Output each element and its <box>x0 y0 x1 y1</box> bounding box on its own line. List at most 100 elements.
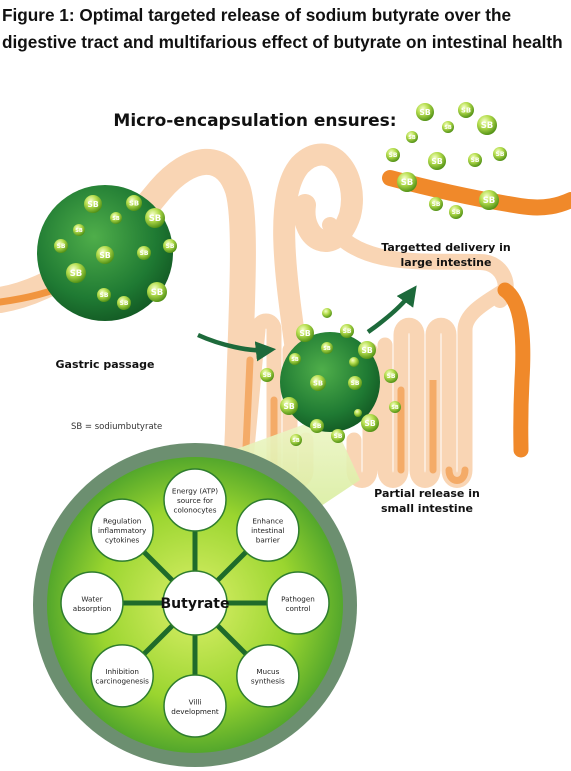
sb-bead-label: SB <box>431 157 443 166</box>
effect-node-circle <box>60 571 124 635</box>
sb-bead: SB <box>449 205 463 219</box>
sb-bead-label: SB <box>461 107 471 115</box>
small-intestine-label-line1: Partial release in <box>374 487 480 500</box>
sb-bead: SB <box>260 368 274 382</box>
sb-bead: SB <box>386 148 400 162</box>
sb-bead: SB <box>289 353 301 365</box>
sb-bead-circle <box>428 152 446 170</box>
sb-bead: SB <box>442 121 454 133</box>
sb-bead <box>354 409 362 417</box>
sb-bead-circle <box>97 288 111 302</box>
sb-bead-circle <box>163 239 177 253</box>
sb-bead: SB <box>358 341 376 359</box>
colon-pale <box>273 143 363 391</box>
zoom-beam <box>220 415 360 520</box>
sb-bead-label: SB <box>129 200 139 208</box>
sb-bead-circle <box>479 190 499 210</box>
sb-bead-label: SB <box>75 228 83 234</box>
sb-bead-label: SB <box>419 108 431 117</box>
effect-label-energy: Energy (ATP) <box>172 487 218 496</box>
sb-bead: SB <box>468 153 482 167</box>
sb-bead-circle <box>110 212 122 224</box>
sb-bead-circle <box>386 148 400 162</box>
sb-bead-label: SB <box>57 243 66 250</box>
sb-bead: SB <box>340 324 354 338</box>
sb-bead-label: SB <box>283 402 295 411</box>
effect-label-energy: colonocytes <box>174 506 217 515</box>
sb-bead: SB <box>296 324 314 342</box>
sb-bead-label: SB <box>444 125 452 131</box>
sb-bead-circle <box>384 369 398 383</box>
butyrate-center-label: Butyrate <box>161 596 230 612</box>
sb-bead-circle <box>340 324 354 338</box>
sb-bead-label: SB <box>291 357 299 363</box>
effect-label-regulation: cytokines <box>105 536 140 545</box>
sb-bead-circle <box>310 419 324 433</box>
effect-node-circle <box>266 571 330 635</box>
effect-label-mucus: Mucus <box>256 667 279 676</box>
sb-bead-label: SB <box>140 250 149 257</box>
sb-bead-label: SB <box>391 405 399 411</box>
sb-bead-label: SB <box>408 135 416 141</box>
sb-bead: SB <box>310 375 326 391</box>
effect-label-villi: development <box>171 707 219 716</box>
sb-bead-circle <box>296 324 314 342</box>
hub-nodes: Energy (ATP)source forcolonocytesEnhance… <box>60 468 330 738</box>
sb-bead-label: SB <box>343 328 352 335</box>
sb-bead-circle <box>96 246 114 264</box>
sb-bead: SB <box>163 239 177 253</box>
sb-bead: SB <box>117 296 131 310</box>
sb-bead-circle <box>73 224 85 236</box>
sb-bead-circle <box>280 397 298 415</box>
effect-node-circle <box>163 674 227 738</box>
sb-bead: SB <box>84 195 102 213</box>
sb-bead-circle <box>449 205 463 219</box>
sb-bead: SB <box>479 190 499 210</box>
sb-bead: SB <box>477 115 497 135</box>
effect-label-regulation: inflammatory <box>98 526 147 535</box>
sb-bead-circle <box>458 102 474 118</box>
sb-bead: SB <box>66 263 86 283</box>
effect-label-inhibition: carcinogenesis <box>95 677 149 686</box>
sb-bead-label: SB <box>313 423 322 430</box>
sb-bead-circle <box>358 341 376 359</box>
sb-bead: SB <box>397 172 417 192</box>
sb-bead-label: SB <box>151 288 164 298</box>
sb-bead-label: SB <box>299 329 311 338</box>
sb-bead-circle <box>289 353 301 365</box>
sb-bead-label: SB <box>452 209 461 216</box>
effect-label-energy: source for <box>177 496 213 505</box>
effect-node-circle <box>163 468 227 532</box>
sb-bead-circle <box>137 246 151 260</box>
sb-bead: SB <box>280 397 298 415</box>
effect-label-water: Water <box>81 594 102 603</box>
sb-bead-label: SB <box>100 292 109 299</box>
large-intestine-label-line1: Targetted delivery in <box>381 241 510 254</box>
sb-bead-label: SB <box>70 269 83 279</box>
sb-bead-label: SB <box>387 373 396 380</box>
effect-label-barrier: barrier <box>256 536 280 545</box>
sb-bead: SB <box>97 288 111 302</box>
sb-bead-circle <box>361 414 379 432</box>
effect-label-regulation: Regulation <box>103 517 141 526</box>
sb-bead-circle <box>354 409 362 417</box>
sb-bead-circle <box>322 308 332 318</box>
sb-bead-label: SB <box>471 157 480 164</box>
effect-label-barrier: Enhance <box>252 517 284 526</box>
sb-bead: SB <box>147 282 167 302</box>
sb-bead-circle <box>145 208 165 228</box>
effect-node-circle <box>90 644 154 708</box>
effect-node-circle <box>236 498 300 562</box>
sb-bead: SB <box>54 239 68 253</box>
sb-bead-label: SB <box>496 151 505 158</box>
sb-bead: SB <box>406 131 418 143</box>
colon-descending <box>497 282 531 458</box>
effect-label-pathogen: control <box>286 604 311 613</box>
sb-bead-circle <box>349 357 359 367</box>
